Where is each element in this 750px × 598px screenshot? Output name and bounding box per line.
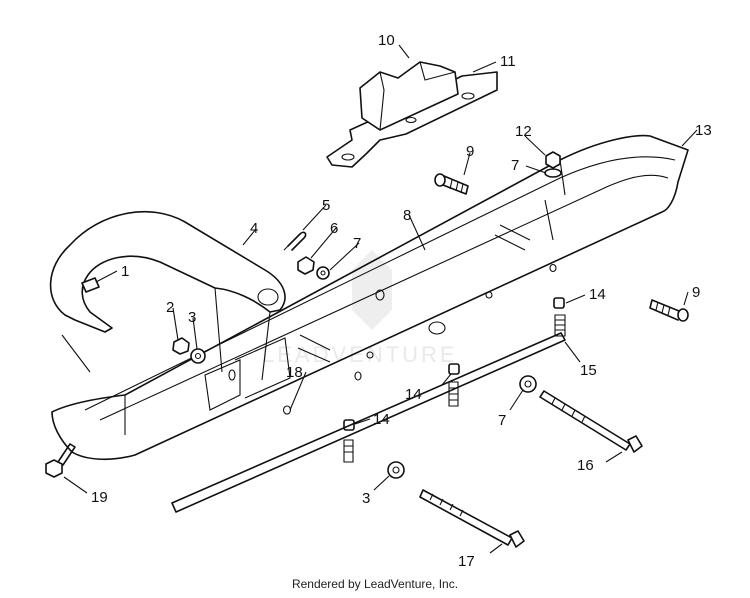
callout-16: 16 <box>577 457 594 474</box>
callout-15: 15 <box>580 362 597 379</box>
callout-10: 10 <box>378 32 395 49</box>
callout-2: 2 <box>166 299 174 316</box>
saddle-assembly <box>326 61 498 168</box>
callout-18: 18 <box>286 364 303 381</box>
callout-9: 9 <box>466 143 474 160</box>
callout-7b: 7 <box>511 157 519 174</box>
credit-text: Rendered by LeadVenture, Inc. <box>291 577 459 591</box>
callout-7c: 7 <box>498 412 506 429</box>
watermark: LEADVENTURE <box>262 250 458 367</box>
callout-3b: 3 <box>362 490 370 507</box>
callout-17: 17 <box>458 553 475 570</box>
bolts-9 <box>434 173 689 322</box>
hardware <box>172 151 562 479</box>
cotter-pin <box>283 231 307 251</box>
ski-loop <box>49 210 286 381</box>
runner <box>171 332 566 513</box>
leader-lines <box>61 44 698 554</box>
callout-19: 19 <box>91 489 108 506</box>
bolt-19 <box>45 443 76 478</box>
watermark-text: LEADVENTURE <box>262 342 458 367</box>
callout-6: 6 <box>330 220 338 237</box>
callout-7: 7 <box>353 235 361 252</box>
grommet <box>81 277 100 293</box>
callout-labels: 1 2 3 4 5 6 7 8 9 10 11 12 7 13 14 9 15 … <box>91 32 712 570</box>
long-bolts <box>419 390 643 548</box>
callout-3: 3 <box>188 309 196 326</box>
callout-9b: 9 <box>692 284 700 301</box>
callout-5: 5 <box>322 197 330 214</box>
callout-4: 4 <box>250 220 258 237</box>
callout-12: 12 <box>515 123 532 140</box>
callout-11: 11 <box>500 53 516 70</box>
callout-8: 8 <box>403 207 411 224</box>
callout-14c: 14 <box>373 411 390 428</box>
callout-14: 14 <box>589 286 606 303</box>
callout-13: 13 <box>695 122 712 139</box>
studs-14 <box>343 297 566 463</box>
callout-1: 1 <box>121 263 129 280</box>
callout-14b: 14 <box>405 386 422 403</box>
